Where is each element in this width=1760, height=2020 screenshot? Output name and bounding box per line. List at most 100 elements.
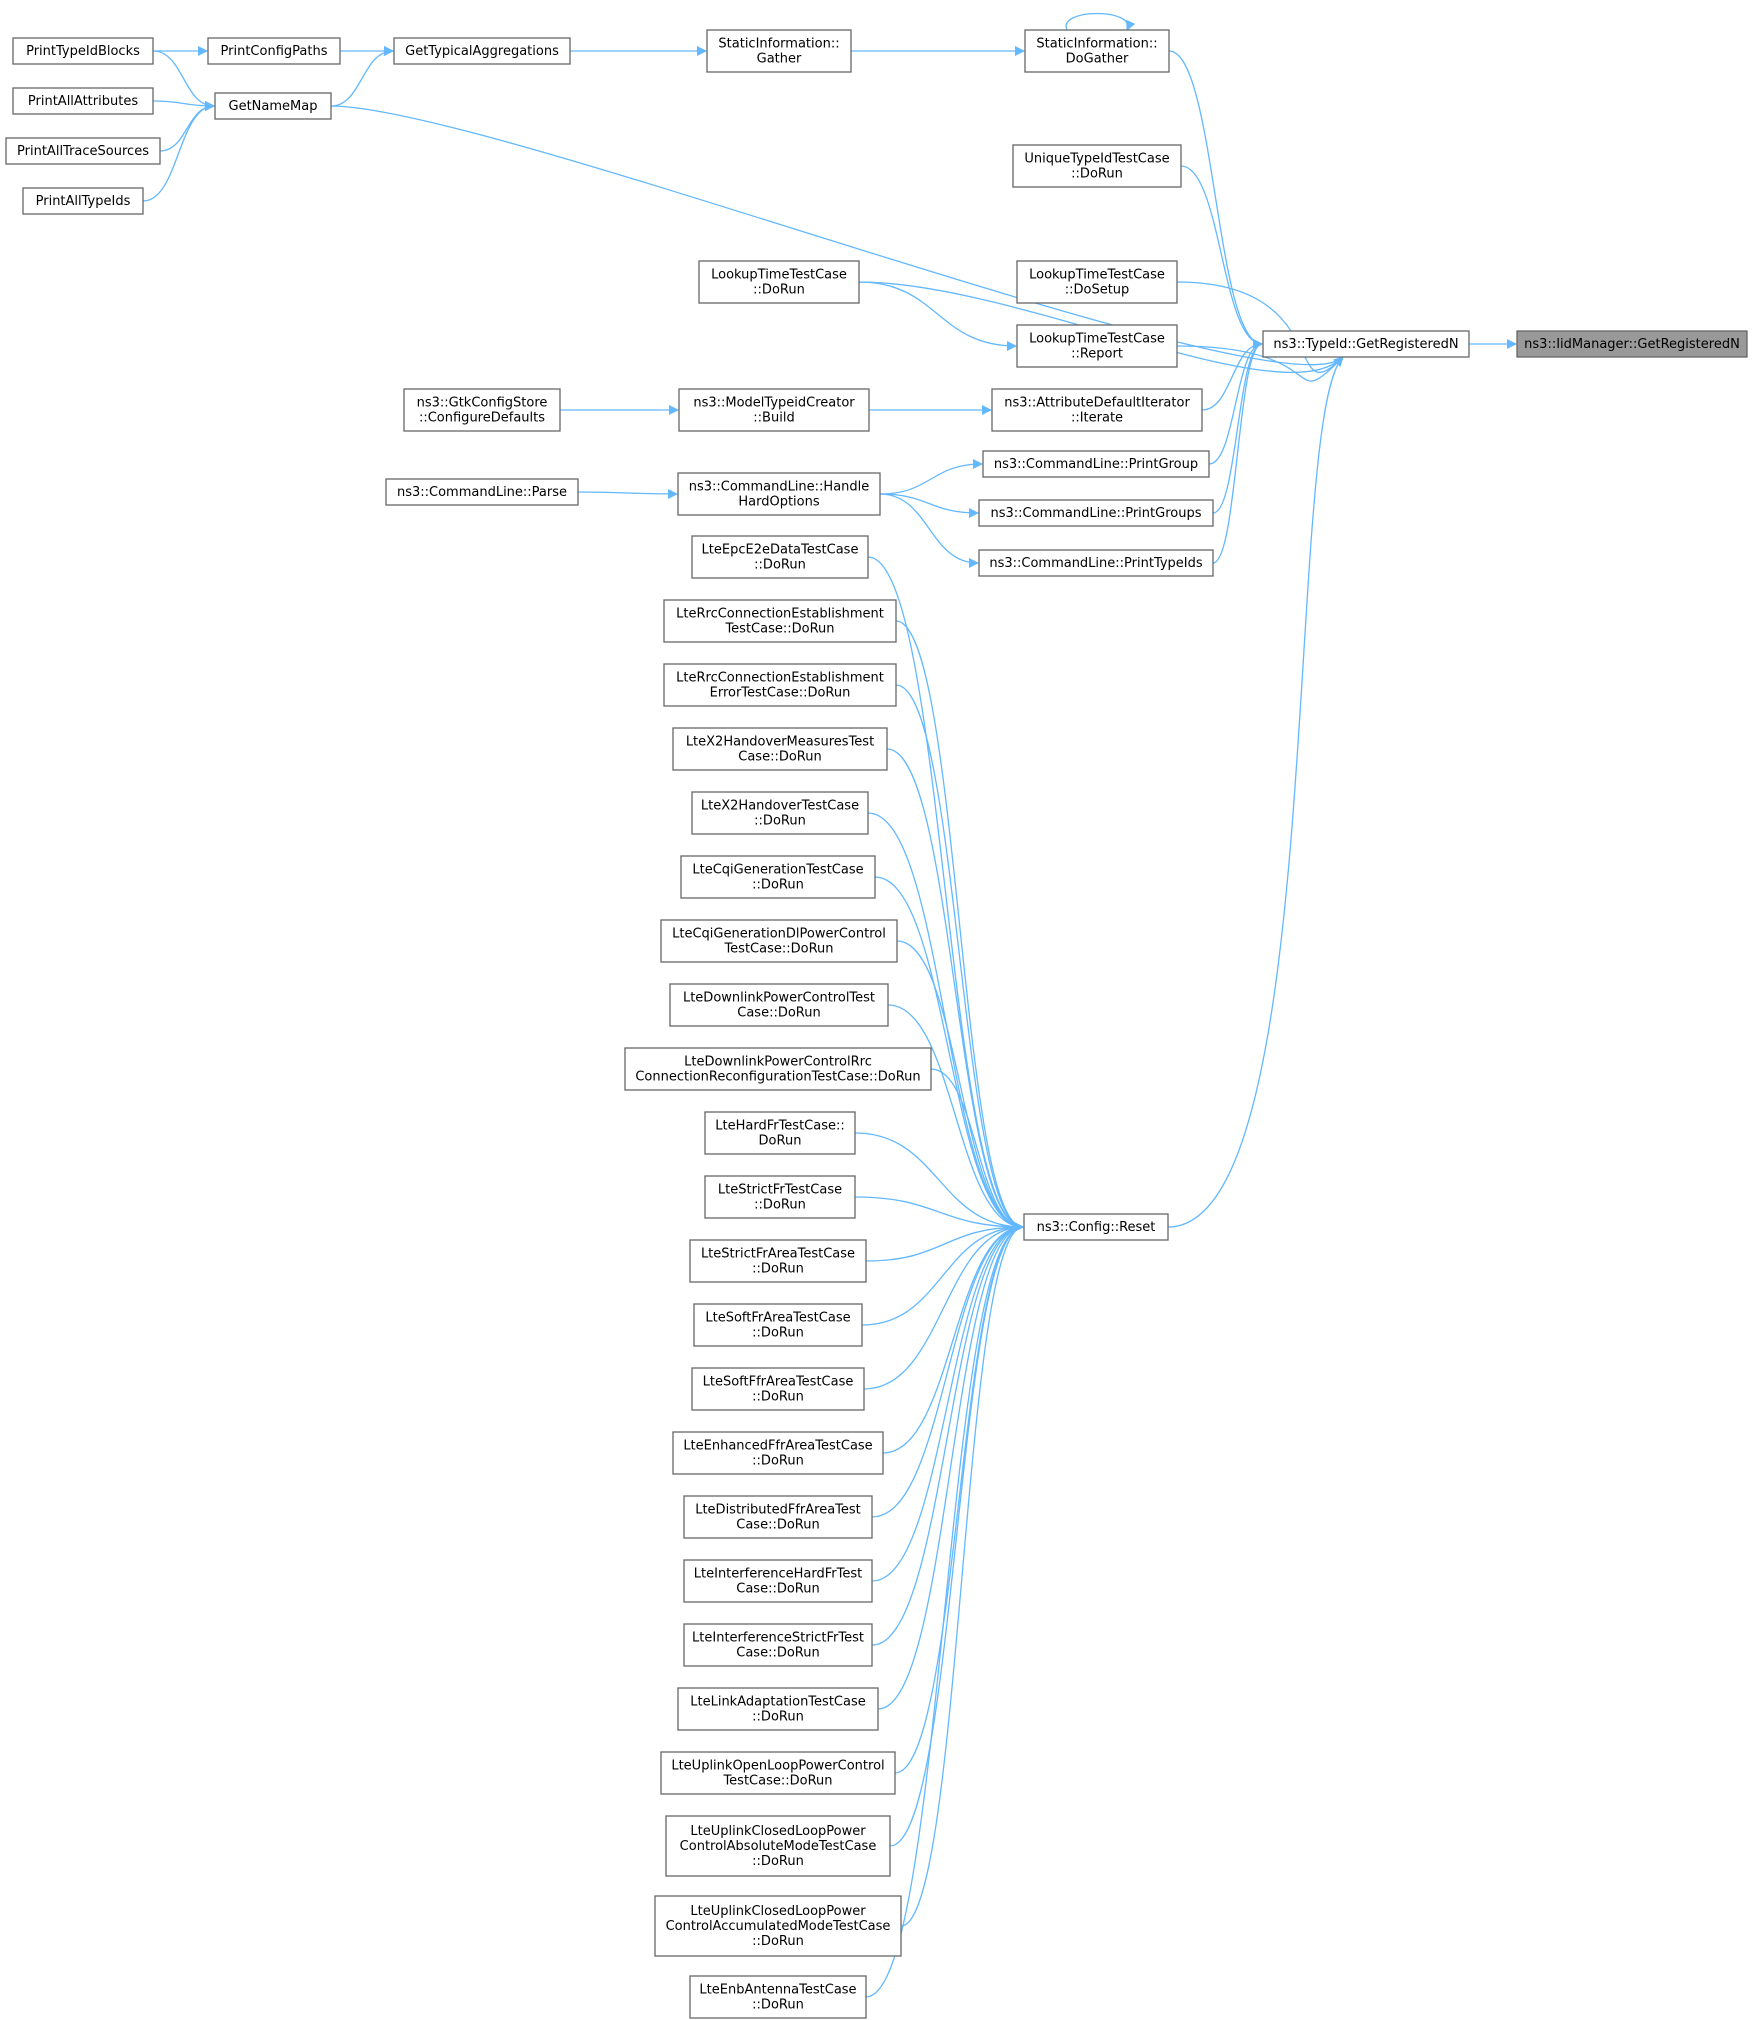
- node-label: Case::DoRun: [737, 1006, 820, 1021]
- node-ltrun[interactable]: LookupTimeTestCase::DoRun: [698, 260, 860, 304]
- node-box: [1016, 260, 1178, 304]
- node-l11[interactable]: LteStrictFrTestCase::DoRun: [704, 1175, 856, 1219]
- node-label: HardOptions: [738, 495, 819, 510]
- node-l15[interactable]: LteEnhancedFfrAreaTestCase::DoRun: [672, 1431, 884, 1475]
- edge-l16-to-reset: [871, 1222, 1024, 1518]
- node-typagg[interactable]: GetTypicalAggregations: [393, 37, 571, 65]
- node-label: ns3::CommandLine::Parse: [397, 485, 567, 500]
- node-box: [982, 450, 1210, 478]
- node-label: PrintAllTypeIds: [36, 194, 131, 209]
- edge-gnm-to-typeid: [330, 105, 1344, 367]
- node-l9[interactable]: LteDownlinkPowerControlRrcConnectionReco…: [624, 1047, 932, 1091]
- node-gtk[interactable]: ns3::GtkConfigStore::ConfigureDefaults: [403, 388, 561, 432]
- node-label: LteUplinkClosedLoopPower: [690, 1904, 866, 1919]
- node-utid[interactable]: UniqueTypeIdTestCase::DoRun: [1012, 144, 1182, 188]
- node-box: [691, 1367, 865, 1411]
- node-label: ::DoRun: [752, 1998, 804, 2013]
- node-label: LteLinkAdaptationTestCase: [690, 1695, 865, 1710]
- node-box: [385, 478, 579, 506]
- node-box: [393, 37, 571, 65]
- node-pti[interactable]: ns3::CommandLine::PrintTypeIds: [978, 549, 1214, 577]
- node-l22[interactable]: LteUplinkClosedLoopPowerControlAccumulat…: [654, 1895, 902, 1957]
- node-box: [403, 388, 561, 432]
- node-label: ns3::ModelTypeidCreator: [693, 396, 855, 411]
- node-box: [624, 1047, 932, 1091]
- node-label: ::Report: [1071, 347, 1123, 362]
- node-pgs[interactable]: ns3::CommandLine::PrintGroups: [978, 499, 1214, 527]
- node-l19[interactable]: LteLinkAdaptationTestCase::DoRun: [677, 1687, 879, 1731]
- edge-parse-to-hho: [577, 488, 678, 499]
- node-iid[interactable]: ns3::IidManager::GetRegisteredN: [1516, 330, 1748, 358]
- node-pcp[interactable]: PrintConfigPaths: [207, 37, 341, 65]
- node-parse[interactable]: ns3::CommandLine::Parse: [385, 478, 579, 506]
- node-label: LookupTimeTestCase: [1029, 332, 1165, 347]
- node-dogather[interactable]: StaticInformation::DoGather: [1024, 29, 1170, 73]
- node-box: [706, 29, 852, 73]
- node-l7[interactable]: LteCqiGenerationDlPowerControlTestCase::…: [660, 919, 898, 963]
- node-l12[interactable]: LteStrictFrAreaTestCase::DoRun: [689, 1239, 867, 1283]
- node-gather[interactable]: StaticInformation::Gather: [706, 29, 852, 73]
- edge-l19-to-reset: [877, 1222, 1024, 1710]
- node-paa[interactable]: PrintAllAttributes: [12, 87, 154, 115]
- node-typeid[interactable]: ns3::TypeId::GetRegisteredN: [1262, 330, 1470, 358]
- node-label: ns3::CommandLine::PrintGroups: [991, 506, 1202, 521]
- node-adi[interactable]: ns3::AttributeDefaultIterator::Iterate: [991, 388, 1203, 432]
- node-mtc[interactable]: ns3::ModelTypeidCreator::Build: [678, 388, 870, 432]
- node-label: ::DoRun: [752, 1454, 804, 1469]
- node-l10[interactable]: LteHardFrTestCase::DoRun: [704, 1111, 856, 1155]
- node-ltreport[interactable]: LookupTimeTestCase::Report: [1016, 324, 1178, 368]
- node-label: ns3::IidManager::GetRegisteredN: [1524, 337, 1740, 352]
- edge-l23-to-reset: [865, 1222, 1024, 1998]
- node-box: [660, 1751, 896, 1795]
- node-pg[interactable]: ns3::CommandLine::PrintGroup: [982, 450, 1210, 478]
- node-box: [677, 472, 881, 516]
- node-pati[interactable]: PrintAllTypeIds: [22, 187, 144, 215]
- node-reset[interactable]: ns3::Config::Reset: [1023, 1213, 1169, 1241]
- node-pats[interactable]: PrintAllTraceSources: [5, 137, 161, 165]
- node-l1[interactable]: LteEpcE2eDataTestCase::DoRun: [691, 535, 869, 579]
- node-box: [654, 1895, 902, 1957]
- node-label: LteDownlinkPowerControlTest: [683, 991, 875, 1006]
- node-ltsetup[interactable]: LookupTimeTestCase::DoSetup: [1016, 260, 1178, 304]
- node-l21[interactable]: LteUplinkClosedLoopPowerControlAbsoluteM…: [665, 1815, 891, 1877]
- node-box: [1023, 1213, 1169, 1241]
- node-l20[interactable]: LteUplinkOpenLoopPowerControlTestCase::D…: [660, 1751, 896, 1795]
- node-label: ::DoSetup: [1065, 283, 1130, 298]
- node-l23[interactable]: LteEnbAntennaTestCase::DoRun: [689, 1975, 867, 2019]
- node-label: ::DoRun: [752, 1934, 804, 1949]
- node-box: [12, 87, 154, 115]
- node-label: LteSoftFrAreaTestCase: [705, 1311, 850, 1326]
- node-label: ns3::CommandLine::Handle: [689, 480, 870, 495]
- node-label: StaticInformation::: [718, 37, 839, 52]
- node-label: ::DoRun: [754, 1198, 806, 1213]
- node-label: StaticInformation::: [1036, 37, 1157, 52]
- node-gnm[interactable]: GetNameMap: [214, 92, 332, 120]
- node-l3[interactable]: LteRrcConnectionEstablishmentErrorTestCa…: [663, 663, 897, 707]
- node-l5[interactable]: LteX2HandoverTestCase::DoRun: [691, 791, 869, 835]
- node-l14[interactable]: LteSoftFfrAreaTestCase::DoRun: [691, 1367, 865, 1411]
- node-label: ::DoRun: [754, 558, 806, 573]
- node-box: [991, 388, 1203, 432]
- node-l6[interactable]: LteCqiGenerationTestCase::DoRun: [680, 855, 876, 899]
- node-label: PrintAllTraceSources: [17, 144, 149, 159]
- node-box: [678, 388, 870, 432]
- edge-gnm-to-typagg: [330, 46, 394, 107]
- node-label: LteHardFrTestCase::: [715, 1119, 845, 1134]
- edge-l8-to-reset: [887, 1004, 1024, 1232]
- node-label: Case::DoRun: [738, 750, 821, 765]
- node-label: ControlAccumulatedModeTestCase: [666, 1919, 891, 1934]
- node-box: [683, 1559, 873, 1603]
- edge-l14-to-reset: [863, 1222, 1024, 1390]
- edge-l2-to-reset: [895, 620, 1024, 1232]
- node-l2[interactable]: LteRrcConnectionEstablishmentTestCase::D…: [663, 599, 897, 643]
- node-l13[interactable]: LteSoftFrAreaTestCase::DoRun: [693, 1303, 863, 1347]
- node-label: DoGather: [1066, 52, 1129, 67]
- node-ptib[interactable]: PrintTypeIdBlocks: [12, 37, 154, 65]
